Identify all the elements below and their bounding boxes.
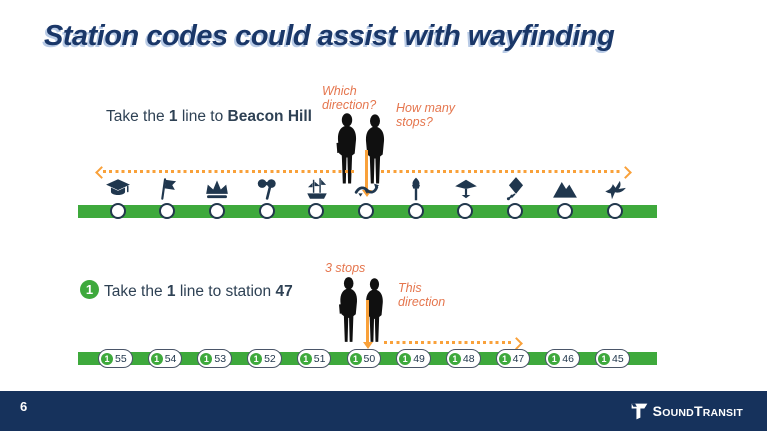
- direction-arrow-head: [510, 337, 523, 350]
- station-dot: [407, 203, 424, 219]
- station-dot: [308, 203, 325, 219]
- binoculars-icon: [254, 176, 280, 202]
- top-instruction-line: 1: [168, 108, 178, 125]
- note-which-direction: Which direction?: [322, 84, 377, 112]
- station-code: 53: [214, 352, 227, 365]
- station-code: 48: [462, 352, 475, 365]
- station-dot: [358, 203, 374, 219]
- station-code: 50: [363, 352, 376, 365]
- note-this-direction: This direction: [398, 281, 446, 309]
- top-instruction: Take the 1 line to Beacon Hill: [106, 108, 312, 126]
- glider-icon: [453, 176, 479, 202]
- station-code: 47: [512, 352, 525, 365]
- dashed-arrow-direction: [384, 341, 512, 344]
- bottom-instruction-number: 47: [275, 283, 293, 300]
- passengers-icon: [339, 277, 383, 342]
- down-arrow-bottom-head: [362, 342, 373, 349]
- mountain-icon: [552, 176, 578, 202]
- grad-cap-icon: [105, 176, 131, 202]
- station-dot: [258, 203, 275, 219]
- line-1-icon: 1: [200, 352, 213, 365]
- line-1-icon: 1: [101, 352, 113, 365]
- station-dot: [109, 203, 126, 219]
- note-3-stops: 3 stops: [325, 261, 366, 275]
- bottom-instruction-prefix: Take the: [104, 283, 167, 300]
- dashed-arrow-right: [381, 170, 621, 173]
- dragon-icon: [354, 176, 380, 202]
- down-arrow-top: [365, 150, 368, 190]
- station-dot: [208, 203, 225, 219]
- kite-icon: [503, 176, 529, 202]
- passengers-icon: [336, 113, 385, 184]
- ship-icon: [304, 176, 330, 202]
- line-1-icon: 1: [498, 352, 511, 365]
- footer-bar: 6 SOUNDTRANSIT: [0, 391, 767, 431]
- station-code: 46: [562, 352, 574, 365]
- station-code: 52: [264, 352, 276, 365]
- crown-icon: [204, 176, 230, 202]
- line-1-icon: 1: [448, 352, 461, 365]
- page-number: 6: [20, 399, 28, 414]
- station-dot: [159, 203, 176, 219]
- bird-icon: [602, 176, 628, 202]
- flag-icon: [155, 176, 181, 202]
- torch-icon: [403, 176, 429, 202]
- station-dot: [507, 203, 524, 219]
- line-1-icon: 1: [299, 352, 312, 365]
- bottom-instruction-middle: line to station: [175, 283, 276, 300]
- note-how-many-stops: How many stops?: [396, 101, 456, 129]
- station-code: 54: [164, 352, 177, 365]
- station-code: 49: [413, 352, 425, 365]
- down-arrow-bottom: [366, 300, 369, 342]
- station-code: 45: [612, 352, 624, 365]
- line-1-icon: 1: [598, 352, 610, 365]
- line-1-icon: 1: [349, 352, 362, 365]
- sound-transit-wordmark: SOUNDTRANSIT: [652, 402, 743, 419]
- sound-transit-logo: SOUNDTRANSIT: [629, 401, 743, 422]
- bottom-instruction: Take the 1 line to station 47: [104, 283, 293, 301]
- line-1-icon: 1: [250, 352, 263, 365]
- top-instruction-prefix: Take the: [106, 108, 169, 125]
- station-dot: [606, 203, 623, 219]
- station-dot: [457, 203, 474, 219]
- dashed-arrow-left: [103, 170, 354, 173]
- top-instruction-middle: line to: [177, 108, 228, 125]
- sound-transit-t-icon: [631, 403, 648, 420]
- slide-title: Station codes could assist with wayfindi…: [44, 20, 615, 52]
- top-instruction-destination: Beacon Hill: [227, 108, 312, 125]
- line-1-icon: 1: [150, 352, 163, 365]
- station-dot: [556, 203, 573, 219]
- bottom-instruction-line: 1: [166, 283, 176, 300]
- line-1-icon: 1: [548, 352, 561, 365]
- line-1-badge: 1: [80, 280, 99, 299]
- line-1-icon: 1: [399, 352, 412, 365]
- station-code: 55: [115, 352, 127, 365]
- station-code: 51: [313, 352, 326, 365]
